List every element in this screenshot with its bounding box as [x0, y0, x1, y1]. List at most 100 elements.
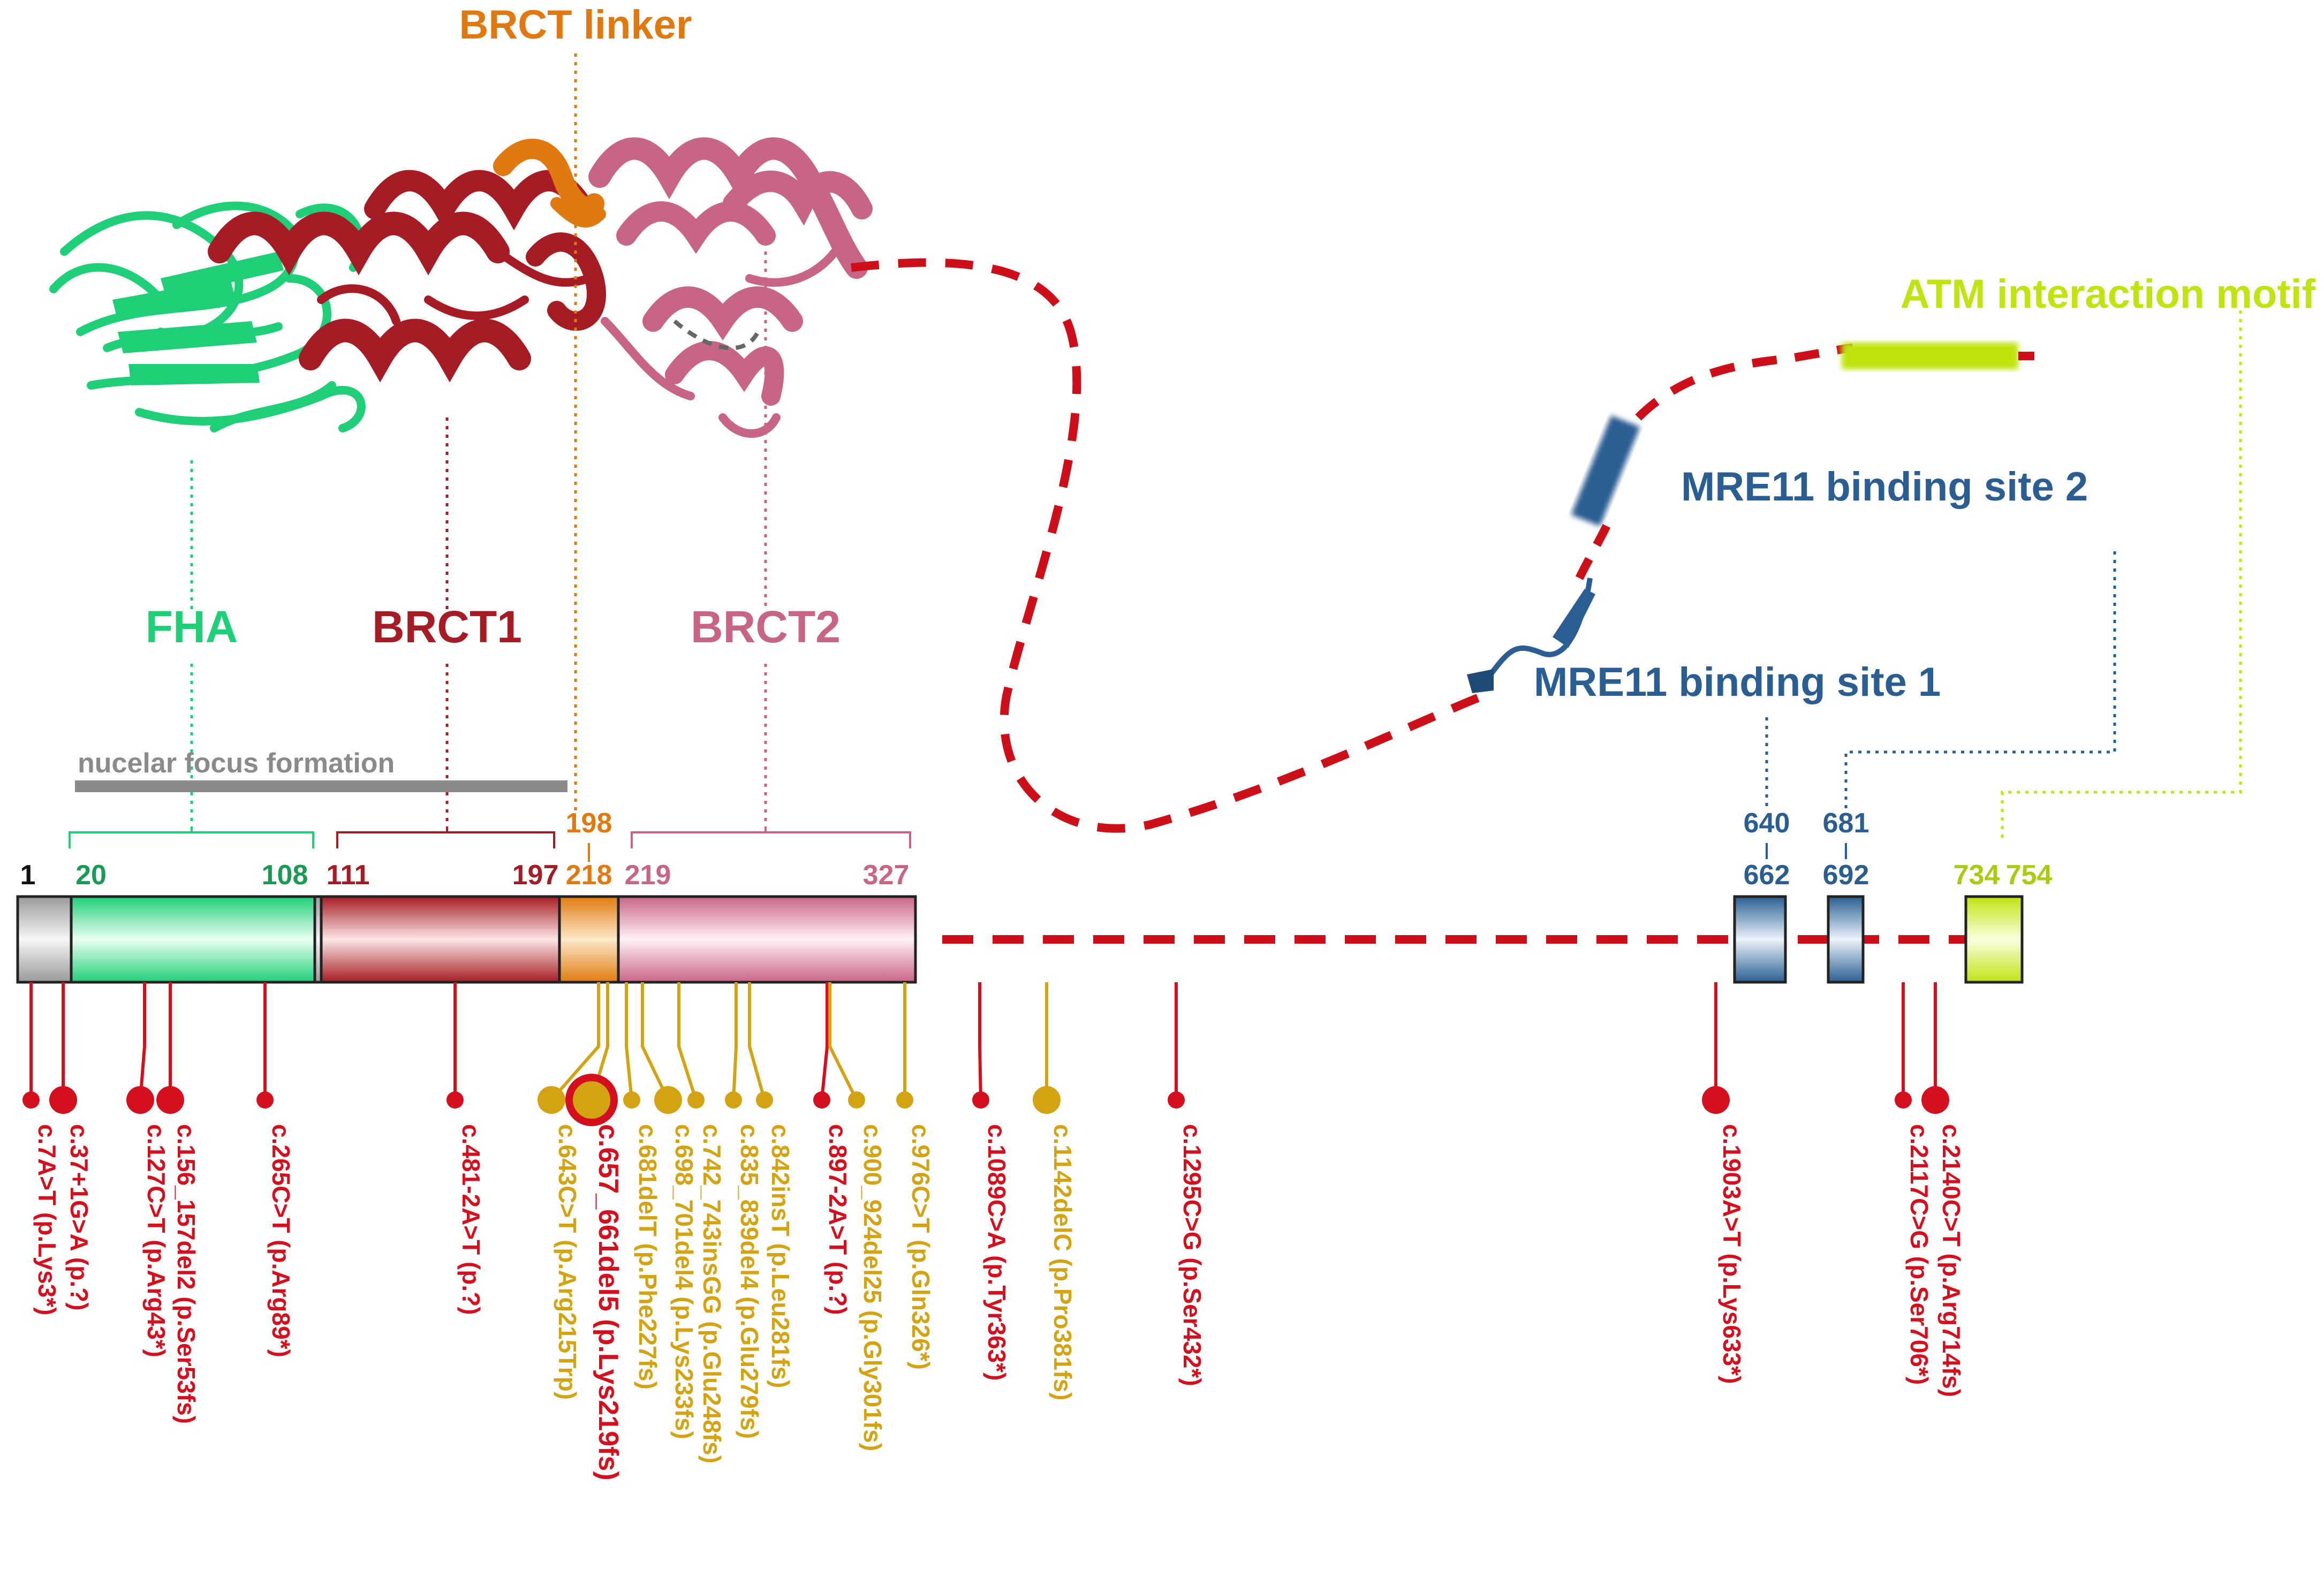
- brct2-helix: [723, 170, 873, 226]
- pos-20: 20: [75, 860, 107, 891]
- mutation-marker: [1168, 1091, 1185, 1109]
- mutation-stem: [677, 982, 698, 1101]
- pos-734: 734: [1954, 860, 2000, 891]
- mutation-label: c.643C>T (p.Arg215Trp): [554, 1124, 581, 1400]
- mutation-marker: [813, 1091, 830, 1109]
- mre11-site2-helix: [1571, 415, 1640, 527]
- mutation-marker: [896, 1091, 913, 1109]
- brct2-label: BRCT2: [691, 602, 841, 652]
- mutation-marker: [22, 1091, 40, 1109]
- mutation-stem: [820, 982, 829, 1101]
- disordered-linker-3: [1635, 344, 1853, 421]
- fha-sheet-arrows: [112, 252, 284, 385]
- mutation-marker: [538, 1086, 565, 1114]
- mutation-label: c.2117C>G (p.Ser706*): [1905, 1124, 1933, 1385]
- brct-linker-title: BRCT linker: [459, 2, 692, 48]
- mutation-label: c.681delT (p.Phe227fs): [634, 1124, 662, 1390]
- mutation-stem: [550, 982, 600, 1101]
- mutation-label: c.897-2A>T (p.?): [824, 1124, 852, 1315]
- grey-loop: [673, 319, 762, 351]
- atm-motif-bar: [1842, 343, 2018, 369]
- disordered-linker-2: [1575, 512, 1616, 580]
- pos-681: 681: [1823, 808, 1869, 839]
- mutation-marker: [654, 1086, 682, 1114]
- mutation-marker: [848, 1091, 865, 1109]
- mutation-label: c.742_743insGG (p.Glu248fs): [698, 1124, 726, 1463]
- mre11-site1-box: [1733, 895, 1787, 984]
- mutation-marker: [972, 1091, 989, 1109]
- mutation-stem: [732, 982, 738, 1101]
- nff-label: nucelar focus formation: [78, 748, 395, 779]
- mre11-site2-box: [1827, 895, 1865, 984]
- pos-754: 754: [2006, 860, 2053, 891]
- position-numbers: 1 20 108 111 197 198 218 219 327 640 662…: [20, 808, 2053, 891]
- fha-box: [70, 895, 316, 984]
- mre11-site1-title: MRE11 binding site 1: [1534, 659, 1941, 705]
- mutation-marker: [49, 1086, 77, 1114]
- mutation-stem: [978, 982, 982, 1101]
- fha-structure: [49, 201, 366, 432]
- brct1-label: BRCT1: [372, 602, 522, 652]
- mutation-marker: [1921, 1086, 1949, 1114]
- pos-692: 692: [1823, 860, 1869, 891]
- mutation-marker: [156, 1086, 184, 1114]
- pos-219: 219: [625, 860, 671, 891]
- n-term-box: [16, 895, 73, 984]
- pos-1: 1: [20, 860, 36, 891]
- mutation-marker: [756, 1091, 773, 1109]
- mutation-stem: [139, 982, 146, 1101]
- mutation-marker: [623, 1091, 640, 1109]
- mutation-label: c.7A>T (p.Lys3*): [33, 1124, 61, 1315]
- linker-structure: [493, 139, 606, 227]
- mutation-label: c.1142delC (p.Pro381fs): [1049, 1124, 1077, 1400]
- pos-218: 218: [566, 860, 612, 891]
- nff-bar: [75, 780, 567, 792]
- mutation-stem: [625, 982, 633, 1101]
- brct1-box: [320, 895, 561, 984]
- pos-198: 198: [566, 808, 612, 839]
- mutation-marker: [446, 1091, 464, 1109]
- mutation-label: c.481-2A>T (p.?): [457, 1124, 485, 1315]
- linker-box: [558, 895, 620, 984]
- mutation-label: c.37+1G>A (p.?): [65, 1124, 93, 1311]
- pos-108: 108: [262, 860, 308, 891]
- mutation-marker: [1895, 1091, 1912, 1109]
- mutation-marker: [1033, 1086, 1061, 1114]
- domain-braces: [69, 827, 1847, 862]
- pos-111: 111: [326, 860, 369, 891]
- protein-structure: [49, 137, 2034, 833]
- guide-lines: [190, 54, 2242, 840]
- mutation-lollipops: c.7A>T (p.Lys3*)c.37+1G>A (p.?) c.127C>T …: [22, 982, 1965, 1481]
- brct2-structure: [588, 137, 868, 438]
- mutation-label: c.1903A>T (p.Lys633*): [1718, 1124, 1746, 1384]
- mutation-marker: [126, 1086, 154, 1114]
- mutation-label: c.842insT (p.Leu281fs): [767, 1124, 794, 1388]
- mutation-stem: [748, 982, 766, 1101]
- mutation-label: c.156_157del2 (p.Ser53fs): [172, 1124, 200, 1424]
- pos-197: 197: [512, 860, 559, 891]
- mutation-marker: [1702, 1086, 1730, 1114]
- mutation-marker: [687, 1091, 705, 1109]
- mre11-site1-structure: [1467, 578, 1595, 693]
- mutation-label: c.2140C>T (p.Arg714fs): [1937, 1124, 1965, 1397]
- pos-640: 640: [1744, 808, 1790, 839]
- mutation-stem: [641, 982, 670, 1101]
- atm-motif-title: ATM interaction motif: [1901, 271, 2316, 317]
- pos-662: 662: [1744, 860, 1790, 891]
- fha-label: FHA: [146, 602, 238, 652]
- mutation-label: c.1089C>A (p.Tyr363*): [983, 1124, 1011, 1380]
- mutation-marker: [565, 1074, 618, 1126]
- mutation-label: c.698_701del4 (p.Lys233fs): [670, 1124, 698, 1439]
- mutation-stem: [828, 982, 858, 1101]
- mutation-label: c.657_661del5 (p.Lys219fs): [593, 1124, 624, 1481]
- mutation-marker: [725, 1091, 742, 1109]
- atm-motif-box: [1964, 895, 2024, 984]
- mutation-label: c.127C>T (p.Arg43*): [142, 1124, 170, 1357]
- mutation-label: c.976C>T (p.Gln326*): [907, 1124, 935, 1370]
- mutation-label: c.265C>T (p.Arg89*): [267, 1124, 295, 1357]
- mutation-label: c.900_924del25 (p.Gly301fs): [859, 1124, 887, 1451]
- mutation-marker: [256, 1091, 274, 1109]
- c-term-boxes: [1733, 895, 2024, 984]
- disordered-linker: [851, 258, 1485, 833]
